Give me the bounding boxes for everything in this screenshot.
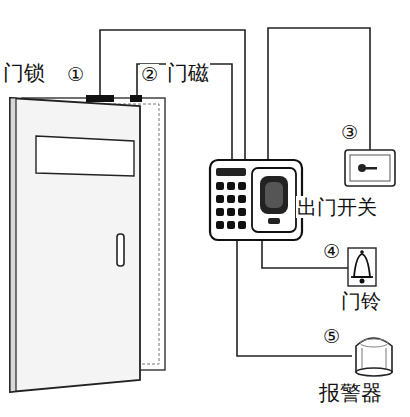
callout-number: ④ [322,241,341,262]
door-edge [10,98,16,392]
keypad-key [227,182,235,190]
door-bell [348,248,376,286]
exit-switch [345,150,395,186]
alarm-wire [237,240,352,356]
keypad-key [216,208,224,216]
door-magnet [130,95,142,102]
keypad-key [216,195,224,203]
exit-switch-wire [268,28,370,160]
keypad-key [227,221,235,229]
part-label: 出门开关 [296,196,378,218]
keypad-key [227,195,235,203]
part-label: 门铃 [340,290,382,312]
keypad-key [216,221,224,229]
part-label: 报警器 [318,382,383,405]
fingerprint-controller [210,160,302,240]
part-label: 门锁 [2,62,46,85]
keypad-key [227,208,235,216]
part-label: 门磁 [166,62,210,85]
callout-number: ③ [340,122,359,143]
callout-number: ② [140,64,159,85]
keypad-key [238,182,246,190]
callout-number: ① [66,64,85,85]
door-lock [86,95,114,102]
alarm-siren [356,338,392,376]
keypad-key [238,208,246,216]
callout-number: ⑤ [322,326,341,347]
keypad-key [238,195,246,203]
keypad-key [238,221,246,229]
door-window [36,136,134,176]
door-leaf [10,98,140,392]
door-handle [117,234,124,266]
bell-wire [262,240,348,268]
door [10,98,165,392]
keypad-key [216,182,224,190]
